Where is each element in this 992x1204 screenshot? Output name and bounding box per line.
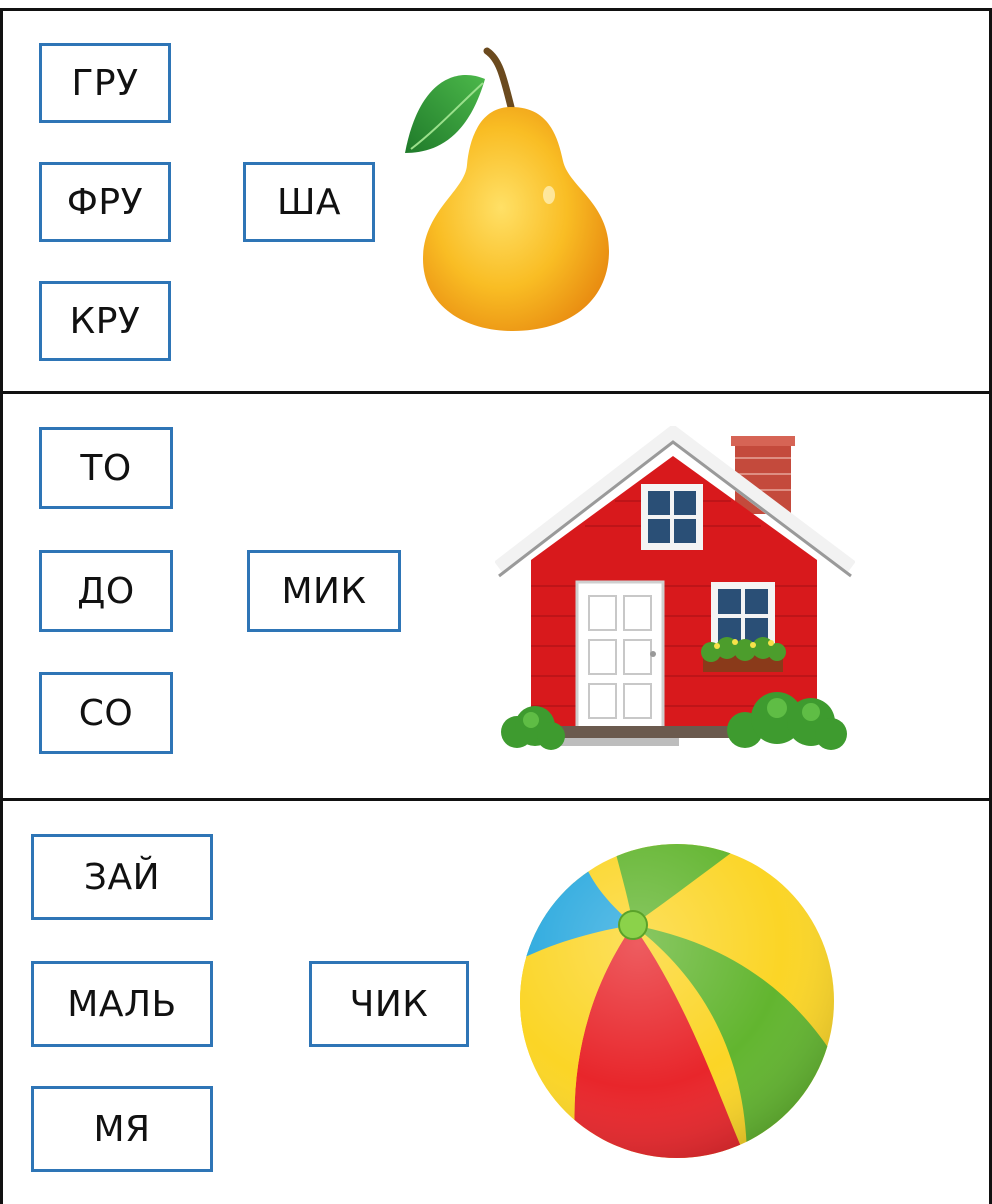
syllable-card-prefix-2[interactable]: МАЛЬ — [31, 961, 213, 1047]
syllable-card-prefix-3[interactable]: КРУ — [39, 281, 171, 361]
exercise-row-ball: ЗАЙ МАЛЬ МЯ ЧИК — [0, 798, 992, 1204]
syllable-card-suffix[interactable]: МИК — [247, 550, 401, 632]
syllable-card-prefix-2[interactable]: ДО — [39, 550, 173, 632]
syllable-card-prefix-3[interactable]: СО — [39, 672, 173, 754]
syllable-card-prefix-1[interactable]: ГРУ — [39, 43, 171, 123]
pear-icon — [405, 47, 609, 331]
syllable-card-prefix-2[interactable]: ФРУ — [39, 162, 171, 242]
syllable-card-prefix-3[interactable]: МЯ — [31, 1086, 213, 1172]
house-icon — [495, 426, 855, 750]
syllable-card-prefix-1[interactable]: ТО — [39, 427, 173, 509]
exercise-row-house: ТО ДО СО МИК — [0, 391, 992, 800]
syllable-card-prefix-1[interactable]: ЗАЙ — [31, 834, 213, 920]
syllable-card-suffix[interactable]: ЧИК — [309, 961, 469, 1047]
ball-icon — [520, 844, 834, 1158]
syllable-card-suffix[interactable]: ША — [243, 162, 375, 242]
exercise-row-pear: ГРУ ФРУ КРУ ША — [0, 8, 992, 391]
